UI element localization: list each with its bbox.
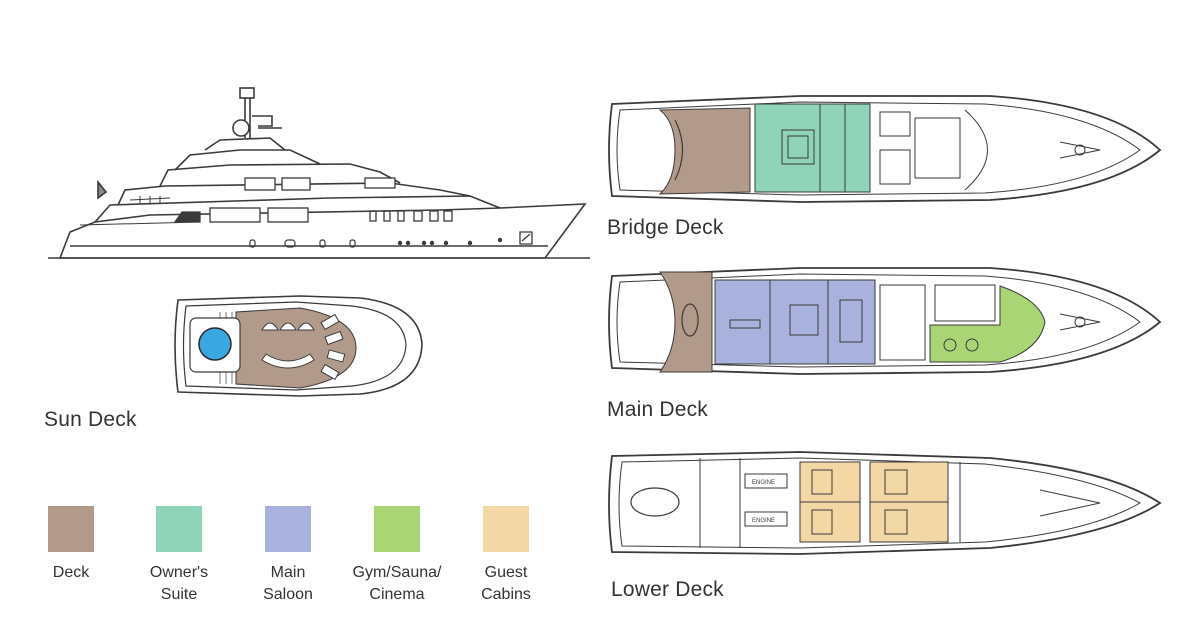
legend-item-owners-suite: Owner's Suite	[124, 506, 234, 606]
legend-swatch-deck	[48, 506, 94, 552]
legend-label-guest-cabins-1: Guest	[484, 564, 528, 581]
legend-label-gym-1: Gym/Sauna/	[352, 564, 442, 581]
bridge-owners-suite-area	[754, 103, 871, 193]
engine-label-2: ENGINE	[752, 518, 775, 524]
legend-item-deck: Deck	[16, 506, 126, 584]
legend-item-gym-sauna-cinema: Gym/Sauna/ Cinema	[342, 506, 452, 606]
main-deck-label: Main Deck	[607, 398, 708, 421]
legend-label-main-saloon-2: Saloon	[263, 586, 313, 603]
engine-label-1: ENGINE	[752, 480, 775, 486]
main-saloon-area	[714, 279, 876, 365]
main-deck-plan	[608, 267, 1162, 375]
sun-deck-label: Sun Deck	[44, 408, 137, 431]
legend-swatch-owners-suite	[156, 506, 202, 552]
main-deck-area	[659, 271, 713, 373]
pool-icon	[198, 327, 232, 361]
legend-swatch-guest-cabins	[483, 506, 529, 552]
legend-label-deck: Deck	[52, 564, 90, 581]
legend-label-guest-cabins-2: Cabins	[481, 586, 531, 603]
main-gym-area	[929, 285, 1046, 363]
legend-swatch-gym-sauna-cinema	[374, 506, 420, 552]
sun-deck-plan	[174, 295, 423, 397]
legend-label-owners-suite-2: Suite	[160, 586, 198, 603]
lower-deck-plan: ENGINE ENGINE	[608, 451, 1162, 555]
lower-deck-label: Lower Deck	[611, 578, 724, 601]
legend-label-gym-2: Cinema	[369, 586, 425, 603]
legend-item-guest-cabins: Guest Cabins	[451, 506, 561, 606]
bridge-deck-area	[658, 107, 751, 195]
legend-swatch-main-saloon	[265, 506, 311, 552]
bridge-deck-plan	[608, 95, 1162, 203]
legend-label-main-saloon-1: Main	[270, 564, 306, 581]
legend-item-main-saloon: Main Saloon	[233, 506, 343, 606]
bridge-deck-label: Bridge Deck	[607, 216, 724, 239]
yacht-side-profile	[48, 87, 590, 259]
legend-label-owners-suite-1: Owner's	[149, 564, 209, 581]
